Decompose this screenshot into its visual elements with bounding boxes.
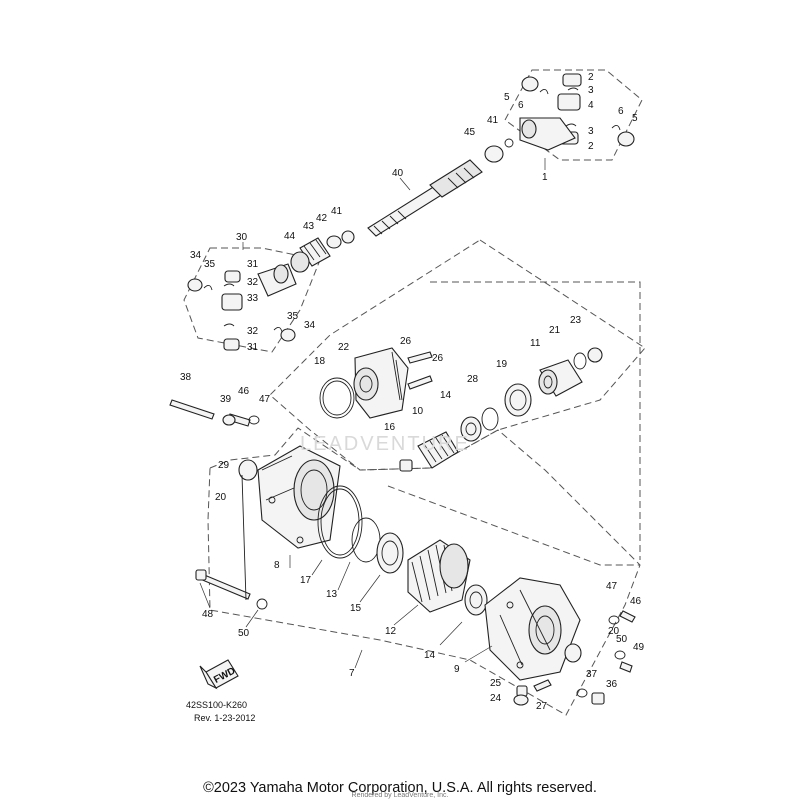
- callout-13: 13: [326, 589, 338, 600]
- watermark: LEADVENTURE: [300, 433, 470, 455]
- callout-11: 11: [530, 338, 541, 349]
- callout-38: 38: [180, 372, 192, 383]
- callout-26: 26: [400, 336, 412, 347]
- callout-25: 25: [490, 678, 502, 689]
- callout-2: 2: [588, 141, 594, 152]
- callout-6: 6: [618, 106, 624, 117]
- drive-pinion-gear[interactable]: [399, 383, 532, 472]
- pinion-gear-housing[interactable]: [319, 347, 433, 419]
- callout-14: 14: [424, 650, 436, 661]
- case-seals-and-bearing[interactable]: [317, 485, 404, 574]
- callout-42: 42: [316, 213, 328, 224]
- callout-36: 36: [606, 679, 618, 690]
- callout-34: 34: [304, 320, 316, 331]
- differential-front-case[interactable]: [238, 445, 341, 549]
- callout-47: 47: [606, 581, 618, 592]
- callout-9: 9: [454, 664, 460, 675]
- callout-49: 49: [633, 642, 645, 653]
- callout-8: 8: [274, 560, 280, 571]
- callout-48: 48: [202, 609, 214, 620]
- callout-20: 20: [215, 492, 227, 503]
- leader-lines: [199, 158, 546, 669]
- callout-5: 5: [632, 113, 638, 124]
- callout-labels: 2 3 5 6 4 41 45 6 5 3 2 1 40 30 44 43 42…: [180, 72, 645, 712]
- callout-44: 44: [284, 231, 296, 242]
- rendered-by-notice: Rendered by LeadVenture, Inc.: [351, 792, 449, 799]
- callout-15: 15: [350, 603, 362, 614]
- group-outline-mid: [387, 485, 640, 566]
- callout-28: 28: [467, 374, 479, 385]
- callout-32: 32: [247, 277, 259, 288]
- callout-33: 33: [247, 293, 259, 304]
- callout-41: 41: [487, 115, 499, 126]
- coupling-gear[interactable]: [538, 347, 603, 397]
- callout-4: 4: [588, 100, 594, 111]
- callout-26: 26: [432, 353, 444, 364]
- callout-34: 34: [190, 250, 202, 261]
- differential-rear-case[interactable]: [484, 577, 582, 681]
- callout-46: 46: [630, 596, 642, 607]
- callout-50: 50: [616, 634, 628, 645]
- long-bolt-and-washer[interactable]: [195, 474, 268, 610]
- callout-22: 22: [338, 342, 350, 353]
- forward-arrow-icon: FWD: [199, 659, 239, 690]
- callout-10: 10: [412, 406, 424, 417]
- callout-39: 39: [220, 394, 232, 405]
- callout-46: 46: [238, 386, 250, 397]
- callout-7: 7: [349, 668, 355, 679]
- callout-17: 17: [300, 575, 312, 586]
- callout-6: 6: [518, 100, 524, 111]
- callout-1: 1: [542, 172, 548, 183]
- callout-16: 16: [384, 422, 396, 433]
- callout-45: 45: [464, 127, 476, 138]
- callout-37: 37: [586, 669, 598, 680]
- universal-joint-front[interactable]: [519, 73, 635, 151]
- callout-30: 30: [236, 232, 248, 243]
- callout-24: 24: [490, 693, 502, 704]
- drawing-code: 42SS100-K260: [186, 700, 248, 710]
- callout-12: 12: [385, 626, 397, 637]
- group-outline-1: [504, 69, 643, 161]
- shaft-spring-collar[interactable]: [290, 230, 355, 273]
- callout-2: 2: [588, 72, 594, 83]
- callout-47: 47: [259, 394, 271, 405]
- callout-32: 32: [247, 326, 259, 337]
- callout-3: 3: [588, 85, 594, 96]
- callout-50: 50: [238, 628, 250, 639]
- revision-date: Rev. 1-23-2012: [194, 713, 256, 723]
- universal-joint-rear[interactable]: [187, 263, 297, 351]
- group-outline-7: [207, 427, 641, 716]
- callout-31: 31: [247, 342, 259, 353]
- callout-20: 20: [608, 626, 620, 637]
- drive-shaft[interactable]: [367, 138, 514, 237]
- callout-27: 27: [536, 701, 548, 712]
- callout-23: 23: [570, 315, 582, 326]
- callout-18: 18: [314, 356, 326, 367]
- callout-3: 3: [588, 126, 594, 137]
- callout-5: 5: [504, 92, 510, 103]
- callout-35: 35: [204, 259, 216, 270]
- callout-19: 19: [496, 359, 508, 370]
- ring-gear[interactable]: [407, 539, 488, 616]
- group-outline-right: [430, 281, 641, 560]
- case-hardware-right[interactable]: [513, 610, 636, 706]
- copyright-notice: ©2023 Yamaha Motor Corporation, U.S.A. A…: [203, 780, 597, 796]
- callout-21: 21: [549, 325, 561, 336]
- callout-41: 41: [331, 206, 343, 217]
- pin-and-bolts-left[interactable]: [169, 399, 260, 427]
- callout-29: 29: [218, 460, 230, 471]
- callout-31: 31: [247, 259, 259, 270]
- callout-14: 14: [440, 390, 452, 401]
- callout-35: 35: [287, 311, 299, 322]
- callout-40: 40: [392, 168, 404, 179]
- callout-43: 43: [303, 221, 315, 232]
